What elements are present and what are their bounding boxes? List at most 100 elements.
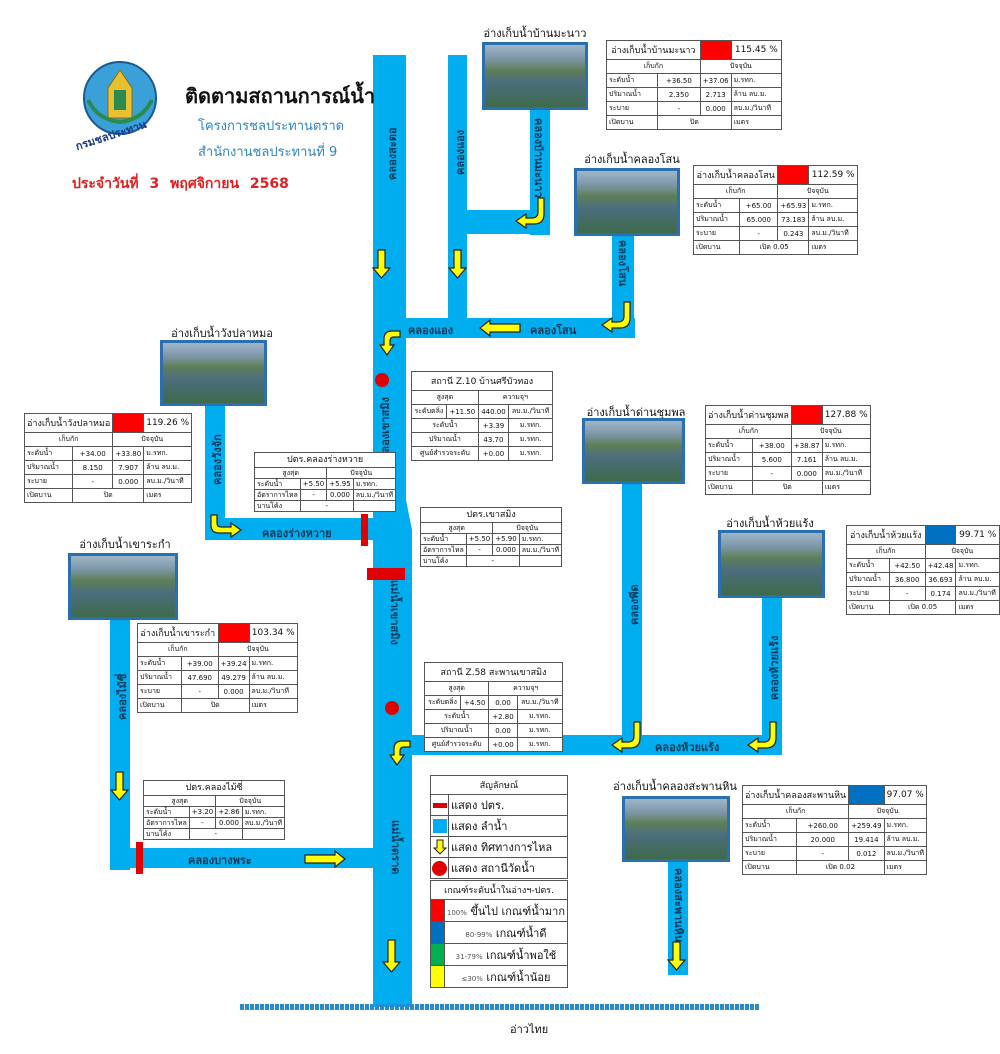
cell-unit: ม.รทก. (508, 418, 553, 433)
gate-label: เปิดบาน (23, 488, 74, 503)
criteria-color-swatch (430, 943, 445, 966)
empty-cell (518, 555, 563, 567)
gate-table-khaosaming: ปตร.เขาสมิงสูงสุดปัจจุบันระดับน้ำ+5.50+5… (419, 507, 563, 567)
gate-table-maisi: ปตร.คลองไม้ซี่สูงสุดปัจจุบันระดับน้ำ+3.2… (142, 780, 286, 840)
cell-stored: 36.800 (888, 572, 926, 587)
table-row: ปตร.เขาสมิง (419, 507, 563, 523)
gate-cell: 0.000 (215, 817, 243, 829)
gate-cell: อัตราการไหล (143, 817, 190, 829)
table-row: บานโค้ง- (254, 500, 397, 512)
criteria-range: 31-79% (455, 952, 483, 961)
reservoir-photo[interactable] (582, 418, 685, 484)
table-row: เก็บกักปัจจุบัน (692, 184, 858, 199)
gate-unit: เมตร (808, 240, 858, 255)
reservoir-photo[interactable] (718, 530, 825, 598)
gate-cell: อัตราการไหล (420, 544, 467, 556)
cell-unit: ล้าน ลบ.ม. (730, 87, 783, 102)
reservoir-photo[interactable] (160, 340, 267, 406)
table-row: 100% ขึ้นไป เกณฑ์น้ำมาก (430, 899, 569, 922)
curved-arrow-icon (388, 740, 411, 767)
cell-unit: ม.รทก. (821, 438, 871, 453)
cell-current: +259.49 (848, 818, 885, 833)
cell-label: ระดับน้ำ (846, 558, 890, 573)
cell-current: 0.000 (112, 474, 145, 489)
label-mae-nam-khaosaming: แม่น้ำเขาสมิง (388, 580, 401, 645)
max-header: สูงสุด (423, 681, 490, 696)
cell-unit: ม.รทก. (516, 723, 564, 738)
cell-unit: ม.รทก. (955, 558, 1000, 573)
gate-cell: ระดับน้ำ (420, 533, 467, 545)
gate-table-rangwai: ปตร.คลองร่างหวายสูงสุดปัจจุบันระดับน้ำ+5… (253, 452, 397, 512)
label-khlong-bangphra: คลองบางพระ (188, 854, 252, 867)
current-header: ปัจจุบัน (215, 795, 286, 807)
curved-arrow-icon (600, 301, 631, 334)
reservoir-title: อ่างเก็บน้ำวังปลาหมอ (171, 327, 273, 340)
report-date: ประจำวันที่ 3 พฤศจิกายน 2568 (72, 176, 289, 192)
label-khlong-aeng-v: คลองแอง (454, 129, 467, 175)
cell-current: +65.93 (777, 198, 810, 213)
gate-status: เปิด 0.05 (738, 240, 810, 255)
cell-label: ระบาย (605, 101, 659, 116)
gate-cell: ลบ.ม./วินาที (518, 544, 563, 556)
reservoir-title: อ่างเก็บน้ำด่านชุมพล (586, 406, 686, 419)
river-banmanao (530, 105, 550, 235)
cell-stored: 65.000 (738, 212, 779, 227)
cell-value: 43.70 (477, 432, 510, 447)
reservoir-photo[interactable] (68, 553, 178, 620)
current-header: ปัจจุบัน (492, 522, 563, 534)
reservoir-photo[interactable] (482, 42, 588, 110)
cell-label: ระดับน้ำ (23, 446, 74, 461)
max-header: สูงสุด (142, 795, 217, 807)
gate-cell: +5.50 (465, 533, 494, 545)
gate-label: บานโค้ง (254, 500, 301, 512)
gate-cell: ระดับน้ำ (143, 806, 190, 818)
criteria-text: ขึ้นไป เกณฑ์น้ำมาก (470, 904, 565, 918)
criteria-range: ≤30% (461, 974, 483, 983)
table-row: สูงสุดความจุฯ (423, 681, 563, 696)
reservoir-photo[interactable] (574, 168, 680, 236)
reservoir-name: อ่างเก็บน้ำบ้านมะนาว (606, 40, 701, 60)
reservoir-photo[interactable] (622, 796, 730, 862)
status-color-swatch (848, 785, 885, 805)
gate-cell: +3.20 (188, 806, 217, 818)
stored-header: เก็บกัก (846, 544, 926, 559)
cell-current: +38.87 (790, 438, 823, 453)
stored-header: เก็บกัก (741, 804, 850, 819)
station-title: สถานี Z.58 สะพานเขาสมิง (424, 662, 563, 682)
max-header: สูงสุด (411, 390, 479, 405)
cell-unit: ล้าน ลบ.ม. (808, 212, 858, 227)
gate-unit: เมตร (883, 860, 927, 875)
criteria-color-swatch (430, 899, 445, 922)
current-header: ปัจจุบัน (848, 804, 927, 819)
table-row: 31-79% เกณฑ์น้ำพอใช้ (430, 943, 569, 966)
station-z10-mark (375, 373, 389, 387)
reservoir-title: อ่างเก็บน้ำคลองโสน (584, 153, 680, 166)
cell-current: 2.713 (699, 87, 732, 102)
cell-unit: ลบ.ม./วินาที (821, 466, 871, 481)
max-header: สูงสุด (253, 467, 328, 479)
page-title: ติดตามสถานการณ์น้ำ (185, 84, 376, 108)
criteria-color-swatch (430, 965, 445, 988)
legend-item: แสดง ทิศทางการไหล (448, 836, 568, 858)
criteria-label: ≤30% เกณฑ์น้ำน้อย (443, 965, 569, 988)
gate-cell: +2.86 (215, 806, 243, 818)
cell-current: 0.243 (777, 226, 810, 241)
arrow-right-icon (304, 849, 346, 869)
percent-value: 115.45 (734, 45, 767, 55)
current-header: ปัจจุบัน (790, 424, 871, 439)
criteria-label: 100% ขึ้นไป เกณฑ์น้ำมาก (443, 899, 569, 922)
cell-value: 0.00 (488, 723, 518, 738)
current-header: ปัจจุบัน (217, 642, 299, 657)
cell-label: ระดับน้ำ (411, 418, 479, 433)
